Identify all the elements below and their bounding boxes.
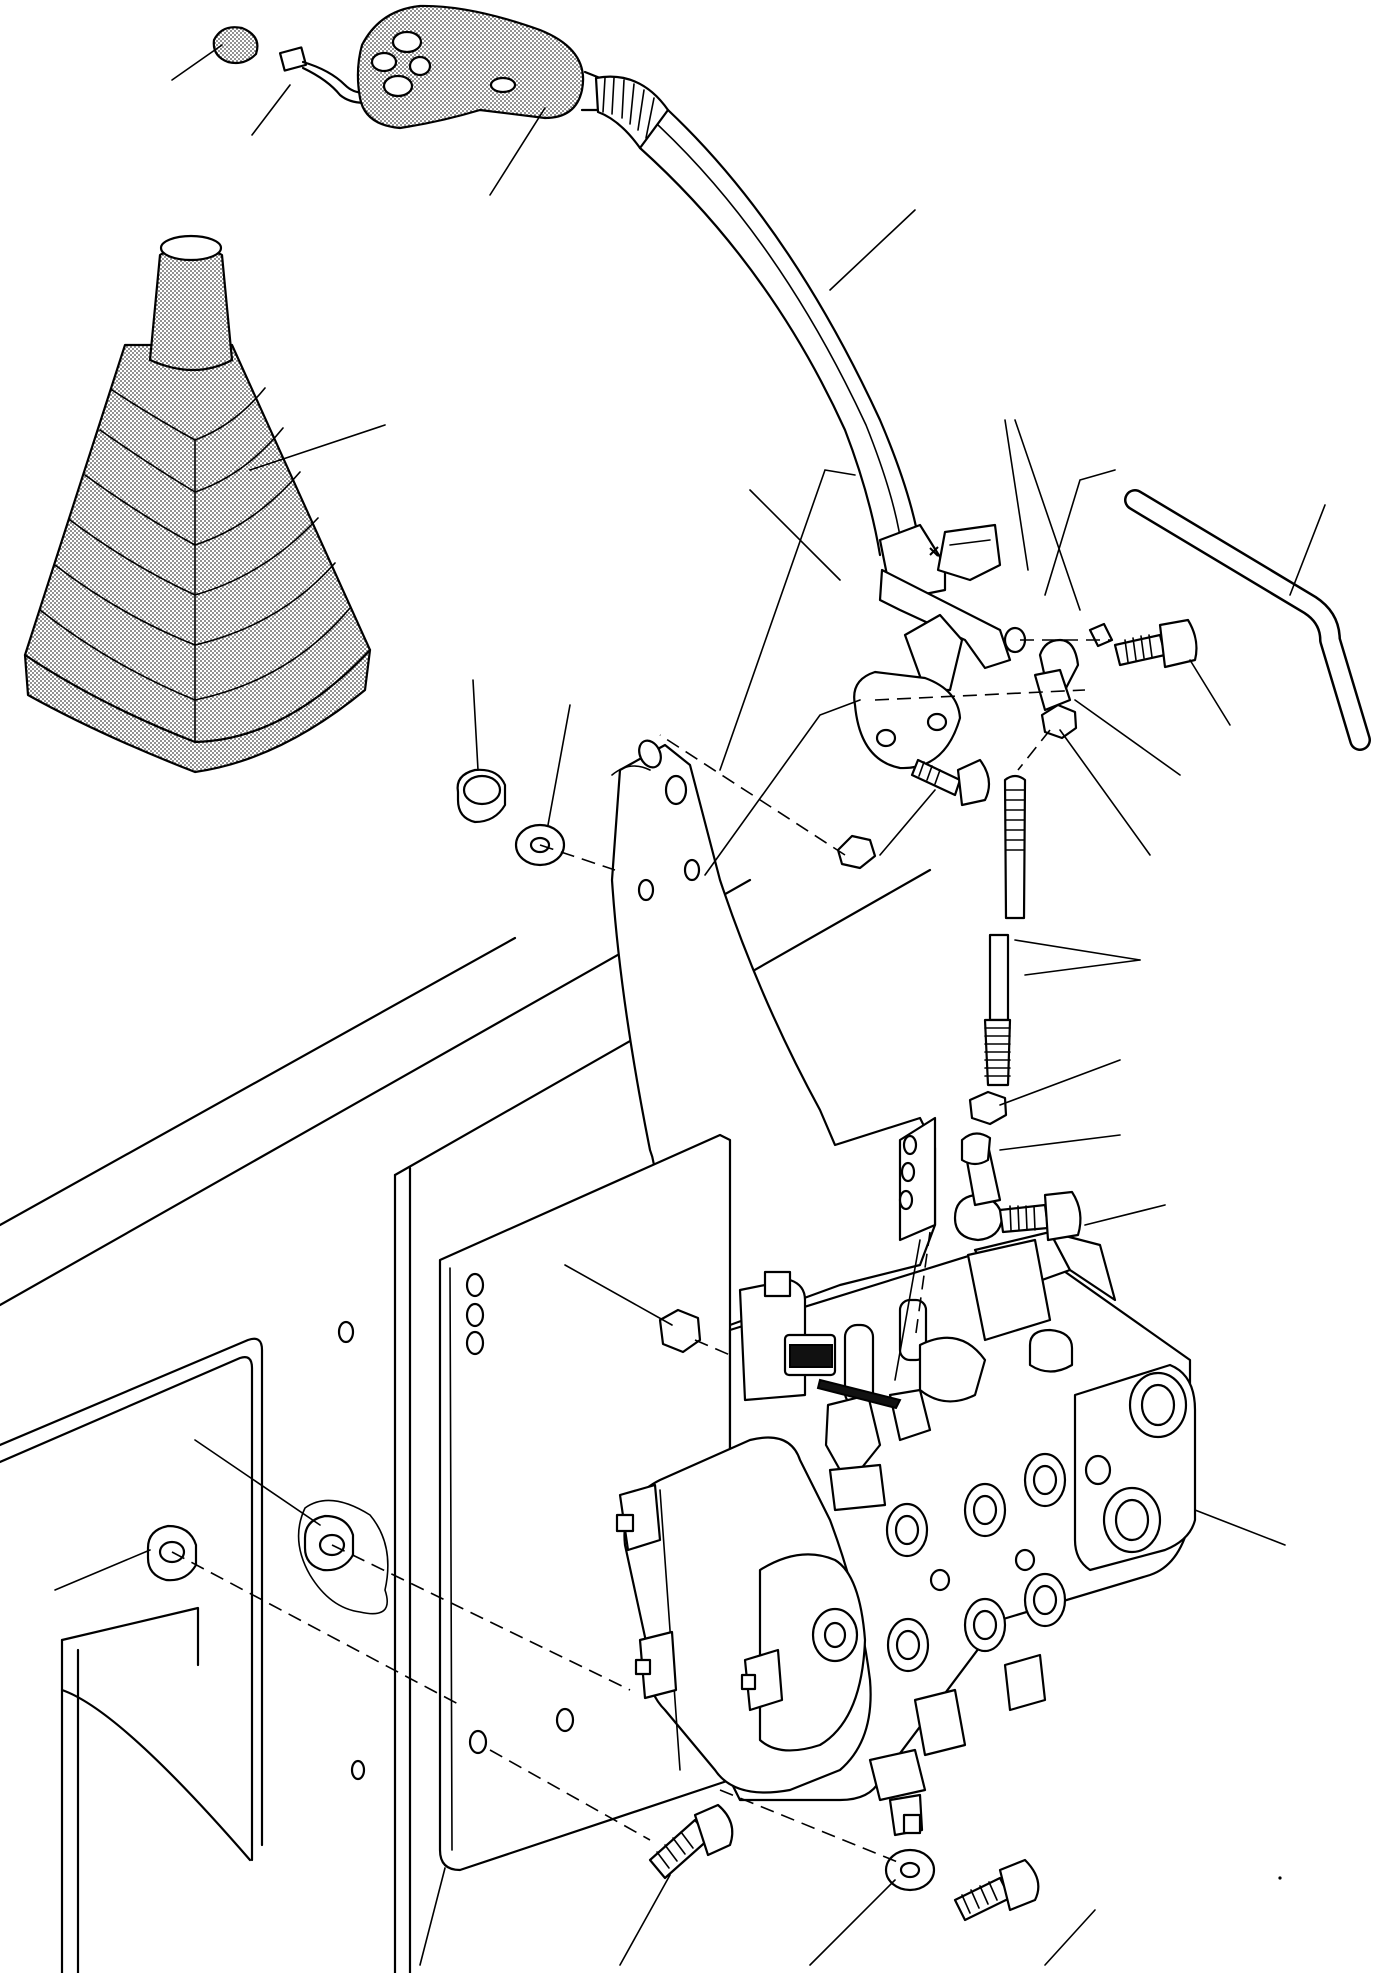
l-rod xyxy=(1124,489,1371,751)
rubber-boot xyxy=(23,234,372,774)
leader-lines xyxy=(54,44,1326,1966)
joystick-grip xyxy=(356,4,602,130)
knob-cap xyxy=(212,26,259,65)
washers xyxy=(514,626,1027,1892)
assembly-lines xyxy=(171,469,1116,1866)
frame-panel xyxy=(0,868,932,1973)
ball-joint xyxy=(953,638,1080,1242)
control-lever xyxy=(594,75,922,557)
threaded-link-rod xyxy=(983,774,1027,1087)
control-valve xyxy=(615,1230,1197,1837)
bolts xyxy=(648,618,1198,1922)
lever-pivot xyxy=(853,523,1012,770)
